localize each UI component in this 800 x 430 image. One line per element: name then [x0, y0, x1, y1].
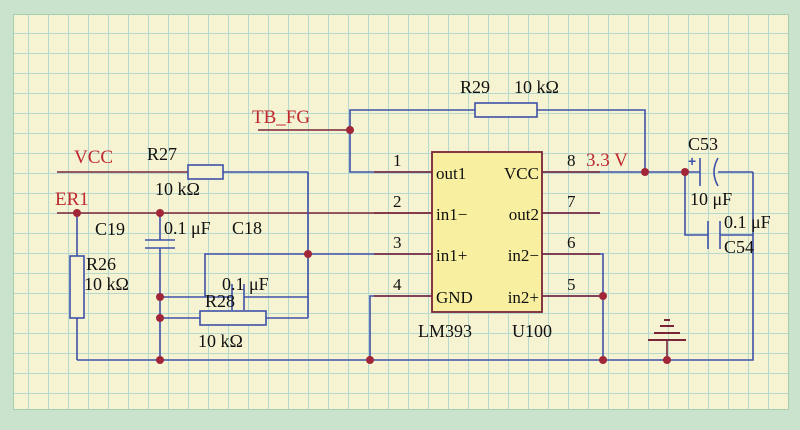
pin-number-2: 2 — [393, 192, 402, 211]
pin-name-in2-plus: in2+ — [508, 288, 539, 307]
r29-right-wire — [537, 109, 646, 172]
junction-dot — [366, 356, 374, 364]
label-r29-value: 10 kΩ — [514, 77, 559, 97]
label-r27-value: 10 kΩ — [155, 179, 200, 199]
junction-dot — [156, 314, 164, 322]
junction-dot — [156, 209, 164, 217]
label-r27-ref: R27 — [147, 144, 177, 164]
chip-lm393-body — [431, 151, 543, 313]
junction-dots — [73, 126, 689, 364]
label-c18-value: 0.1 μF — [222, 274, 269, 294]
capacitor-c53: + — [688, 153, 719, 187]
junction-dot — [599, 292, 607, 300]
net-label-3v3: 3.3 V — [586, 150, 628, 171]
resistor-r27 — [187, 164, 224, 180]
label-c19-ref: C19 — [95, 219, 125, 239]
wires — [57, 109, 754, 361]
polarity-plus-icon: + — [688, 153, 696, 169]
pin-name-in2-minus: in2− — [508, 246, 539, 265]
capacitor-c54 — [707, 221, 721, 249]
net-label-tb-fg: TB_FG — [252, 107, 310, 128]
resistor-r26 — [69, 255, 85, 319]
pin6-wire — [542, 253, 604, 360]
c18-left-wire — [204, 253, 308, 298]
c54-left-wire — [684, 172, 708, 236]
pin-number-7: 7 — [567, 192, 576, 211]
chip-ref-label: U100 — [512, 321, 552, 341]
ground-icon — [648, 319, 686, 341]
junction-dot — [156, 293, 164, 301]
junction-dot — [73, 209, 81, 217]
resistor-r28 — [199, 310, 267, 326]
net-label-vcc: VCC — [74, 147, 113, 168]
pin-name-out1: out1 — [436, 164, 466, 183]
pin1-wire — [349, 130, 432, 173]
junction-dot — [304, 250, 312, 258]
net-label-er1: ER1 — [55, 189, 89, 210]
label-r29-ref: R29 — [460, 77, 490, 97]
resistor-r29 — [474, 102, 538, 118]
label-r26-value: 10 kΩ — [84, 274, 129, 294]
capacitor-c18 — [231, 284, 245, 310]
pin-name-in1-minus: in1− — [436, 205, 467, 224]
r29-left-wire — [349, 109, 475, 130]
pin-number-4: 4 — [393, 275, 402, 294]
label-r28-value: 10 kΩ — [198, 331, 243, 351]
pin-number-6: 6 — [567, 233, 576, 252]
label-c18-ref: C18 — [232, 218, 262, 238]
label-r26-ref: R26 — [86, 254, 116, 274]
pin-name-in1-plus: in1+ — [436, 246, 467, 265]
pin-number-8: 8 — [567, 151, 576, 170]
label-r28-ref: R28 — [205, 291, 235, 311]
capacitor-c19 — [145, 239, 175, 249]
pin-number-1: 1 — [393, 151, 402, 170]
pin-name-vcc: VCC — [504, 164, 539, 183]
pin-number-3: 3 — [393, 233, 402, 252]
junction-dot — [599, 356, 607, 364]
pin-name-out2: out2 — [509, 205, 539, 224]
junction-dot — [346, 126, 354, 134]
right-return-wire — [667, 172, 754, 361]
label-c53-ref: C53 — [688, 134, 718, 154]
label-c53-value: 10 μF — [690, 189, 732, 209]
chip-part-label: LM393 — [418, 321, 472, 341]
junction-dot — [156, 356, 164, 364]
label-c54-ref: C54 — [724, 237, 754, 257]
pin-name-gnd: GND — [436, 288, 473, 307]
label-c19-value: 0.1 μF — [164, 218, 211, 238]
label-c54-value: 0.1 μF — [724, 212, 771, 232]
junction-dot — [681, 168, 689, 176]
junction-dot — [641, 168, 649, 176]
schematic-sheet — [13, 14, 789, 410]
pin-number-5: 5 — [567, 275, 576, 294]
junction-dot — [663, 356, 671, 364]
